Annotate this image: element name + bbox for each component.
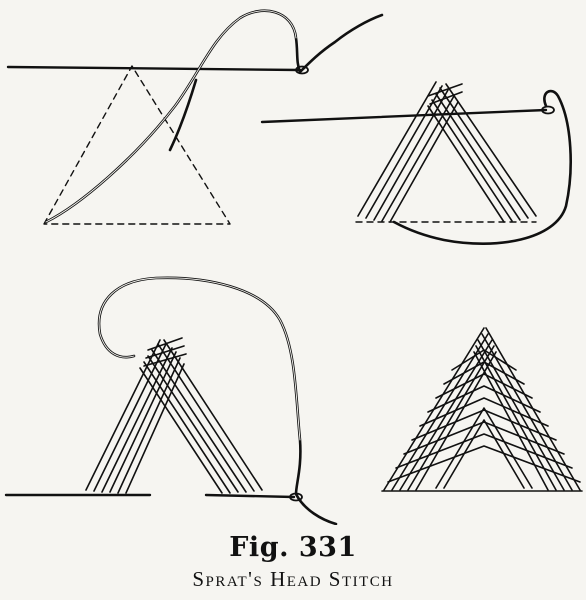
panel-step-1 [8, 11, 382, 224]
figure-title: Sprat's Head Stitch [0, 566, 586, 592]
figure-caption: Fig. 331 Sprat's Head Stitch [0, 532, 586, 592]
thread-crossing [170, 80, 196, 150]
needle-right [206, 495, 294, 497]
left-diagonal-stitches [358, 82, 458, 222]
dashed-triangle-outline [44, 66, 230, 224]
thread [46, 11, 382, 222]
panel-finished [382, 328, 582, 491]
right-diagonal-stitches [428, 84, 536, 222]
needle [8, 67, 300, 70]
panel-step-2 [262, 82, 571, 244]
panel-step-3 [6, 278, 336, 524]
figure-label: Fig. 331 [0, 532, 586, 564]
needle [262, 110, 546, 122]
sprats-head-stitch-illustration [0, 0, 586, 525]
right-diagonal-stitches [140, 340, 262, 493]
left-diagonal-stitches [86, 340, 184, 493]
